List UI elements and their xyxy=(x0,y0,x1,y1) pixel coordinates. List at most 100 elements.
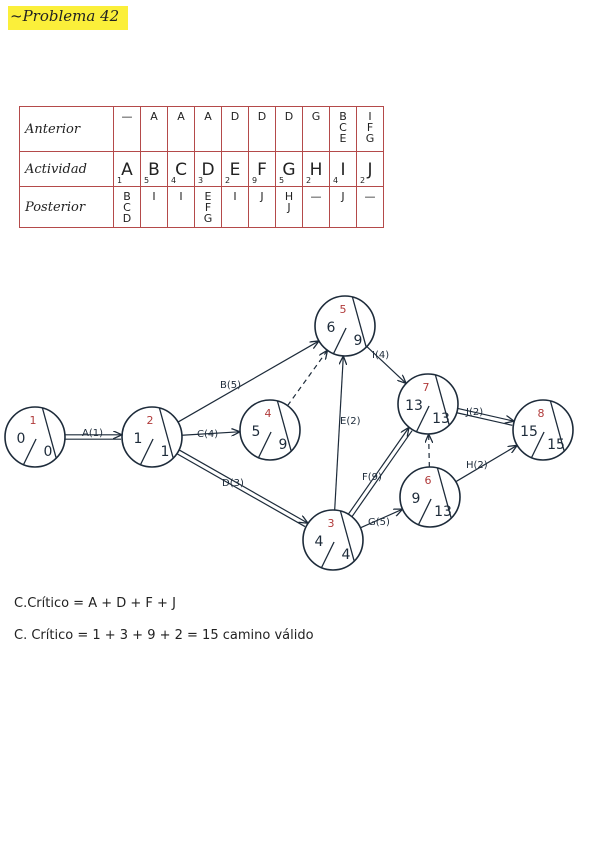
event-divider xyxy=(434,374,450,426)
activity-arrow xyxy=(455,446,517,483)
activity-arrow-critical xyxy=(351,430,413,518)
event-circle xyxy=(512,399,574,461)
earliest-time: 15 xyxy=(520,424,538,440)
activity-label: B(5) xyxy=(220,380,241,391)
page-title: ~Problema 42 xyxy=(10,7,120,25)
earliest-time: 1 xyxy=(134,431,143,447)
earliest-time: 6 xyxy=(327,320,336,336)
latest-time: 0 xyxy=(44,444,53,460)
event-node: 211 xyxy=(121,406,183,468)
activity-duration: 4 xyxy=(171,176,177,185)
event-node: 45 9 xyxy=(239,399,301,461)
event-divider xyxy=(320,541,335,569)
activity-name: H xyxy=(309,160,323,180)
activity-name: B xyxy=(148,160,160,180)
event-circle xyxy=(397,373,459,435)
earliest-time: 9 xyxy=(412,491,421,507)
row-posterior: Posterior B C D I I E F G I J H J — J — xyxy=(19,186,384,228)
activity-arrow-critical xyxy=(176,453,306,528)
activity-name: C xyxy=(175,160,187,180)
posterior-cell: — xyxy=(302,186,330,228)
activity-arrow xyxy=(181,432,239,435)
event-number: 4 xyxy=(265,407,272,420)
posterior-cell: J xyxy=(329,186,357,228)
event-node: 100 xyxy=(4,406,66,468)
posterior-cell: B C D xyxy=(113,186,141,228)
event-node: 344 xyxy=(302,509,364,571)
activity-label: E(2) xyxy=(340,416,361,427)
activity-name: E xyxy=(229,160,241,180)
activity-arrow xyxy=(177,341,318,423)
dummy-arrow xyxy=(287,351,327,407)
activity-duration: 2 xyxy=(360,176,366,185)
activity-duration: 9 xyxy=(252,176,258,185)
critical-path-sum: C. Crítico = 1 + 3 + 9 + 2 = 15 camino v… xyxy=(14,628,314,643)
event-number: 1 xyxy=(30,414,37,427)
activity-name: F xyxy=(257,160,267,180)
event-divider xyxy=(276,400,292,452)
posterior-cell: I xyxy=(140,186,168,228)
activity-name: D xyxy=(201,160,215,180)
activity-duration: 3 xyxy=(198,176,204,185)
title-highlight xyxy=(8,6,128,30)
anterior-cell: D xyxy=(248,106,276,152)
earliest-time: 5 xyxy=(252,424,261,440)
event-divider xyxy=(41,407,57,459)
latest-time: 13 xyxy=(432,411,450,427)
event-divider xyxy=(351,296,367,348)
event-number: 2 xyxy=(147,414,154,427)
event-divider xyxy=(332,327,347,355)
activity-arrow xyxy=(366,346,406,383)
activity-label: D(3) xyxy=(222,478,244,489)
activity-label: I(4) xyxy=(372,350,389,361)
activity-name: J xyxy=(367,160,373,180)
latest-time: 13 xyxy=(434,504,452,520)
event-number: 7 xyxy=(423,381,430,394)
latest-time: 15 xyxy=(547,437,565,453)
latest-time: 9 xyxy=(354,333,363,349)
activity-arrow-critical xyxy=(347,428,408,515)
activity-duration: 2 xyxy=(225,176,231,185)
event-divider xyxy=(530,431,545,459)
activity-duration: 1 xyxy=(117,176,123,185)
event-circle xyxy=(121,406,183,468)
anterior-cell: A xyxy=(194,106,222,152)
activity-arrow-critical xyxy=(178,449,307,523)
activity-name: G xyxy=(282,160,296,180)
latest-time: 4 xyxy=(342,547,351,563)
activity-name: A xyxy=(121,160,133,180)
latest-time: 9 xyxy=(279,437,288,453)
posterior-cell: I xyxy=(167,186,195,228)
anterior-cell: B C E xyxy=(329,106,357,152)
activity-duration: 5 xyxy=(144,176,150,185)
earliest-time: 4 xyxy=(315,534,324,550)
activity-label: C(4) xyxy=(197,429,218,440)
activity-label: F(9) xyxy=(362,472,382,483)
event-divider xyxy=(22,438,37,466)
dummy-arrow xyxy=(429,435,430,468)
event-circle xyxy=(4,406,66,468)
earliest-time: 0 xyxy=(17,431,26,447)
event-divider xyxy=(549,400,565,452)
activity-arrow xyxy=(334,357,344,511)
event-divider xyxy=(139,438,154,466)
activity-arrow-critical xyxy=(456,412,513,426)
earliest-time: 13 xyxy=(405,398,423,414)
row-anterior: Anterior — A A A D D D G B C E I F G xyxy=(19,106,384,152)
event-number: 3 xyxy=(328,517,335,530)
posterior-cell: — xyxy=(356,186,384,228)
event-number: 8 xyxy=(538,407,545,420)
critical-path-text: C.Crítico = A + D + F + J xyxy=(14,596,176,611)
activity-arrow-critical xyxy=(457,407,514,421)
activity-duration: 5 xyxy=(279,176,285,185)
